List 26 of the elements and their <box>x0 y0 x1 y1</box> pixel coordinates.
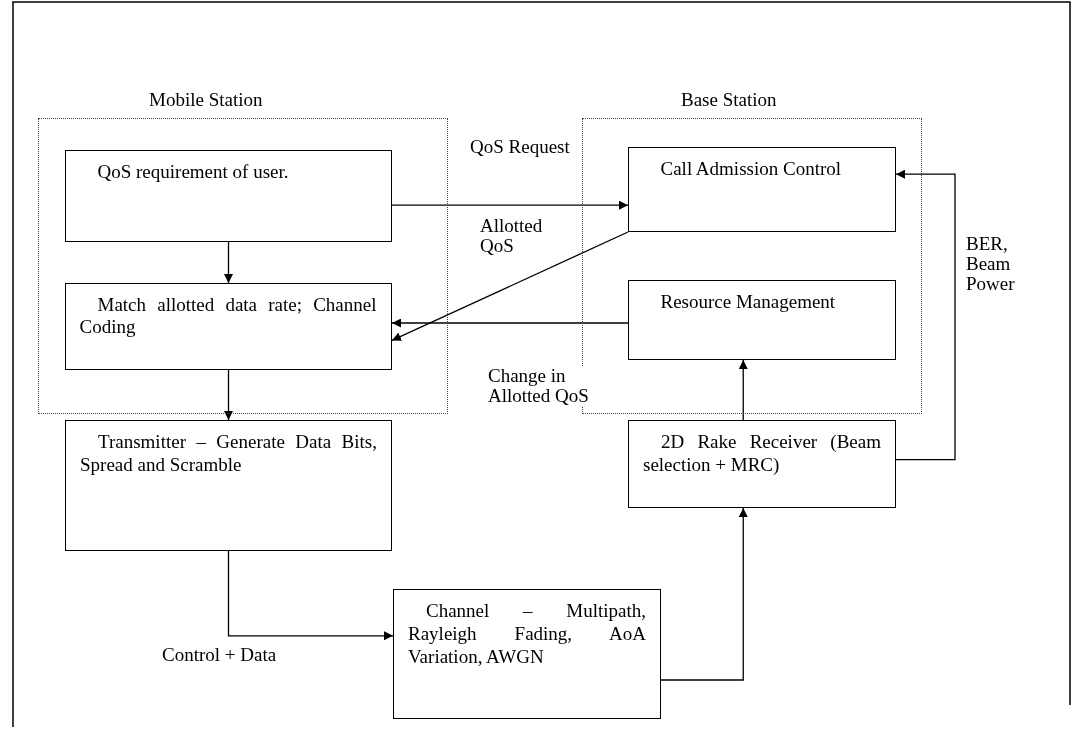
arrow <box>227 550 394 641</box>
box-text: QoS requirement of user. <box>96 160 290 184</box>
process-box <box>64 282 392 370</box>
arrow <box>391 318 629 328</box>
box-text: Match allotted data rate; Channel Coding <box>79 293 377 340</box>
edge-label: QoS Request <box>468 137 572 157</box>
box-text: Call Admission Control <box>659 157 843 181</box>
process-box <box>627 146 896 232</box>
process-box <box>628 420 896 508</box>
arrow <box>391 200 629 210</box>
arrow <box>224 241 233 284</box>
arrow <box>391 231 629 342</box>
group-heading: Base Station <box>681 89 777 111</box>
arrow <box>660 507 748 681</box>
box-text: Channel – Multipath, Rayleigh Fading, AoA Variation, AWGN <box>408 600 646 669</box>
process-box <box>627 279 896 360</box>
group-heading: Mobile Station <box>149 89 263 111</box>
process-box <box>65 420 392 551</box>
box-text: Resource Management <box>659 290 837 314</box>
process-box <box>64 149 392 242</box>
arrow <box>895 169 956 461</box>
arrow <box>738 359 748 421</box>
box-text: Transmitter – Generate Data Bits, Spread and Scramble <box>80 431 377 477</box>
process-box <box>393 589 661 719</box>
arrow <box>224 369 233 421</box>
box-text: 2D Rake Receiver (Beam selection + MRC) <box>643 431 881 477</box>
